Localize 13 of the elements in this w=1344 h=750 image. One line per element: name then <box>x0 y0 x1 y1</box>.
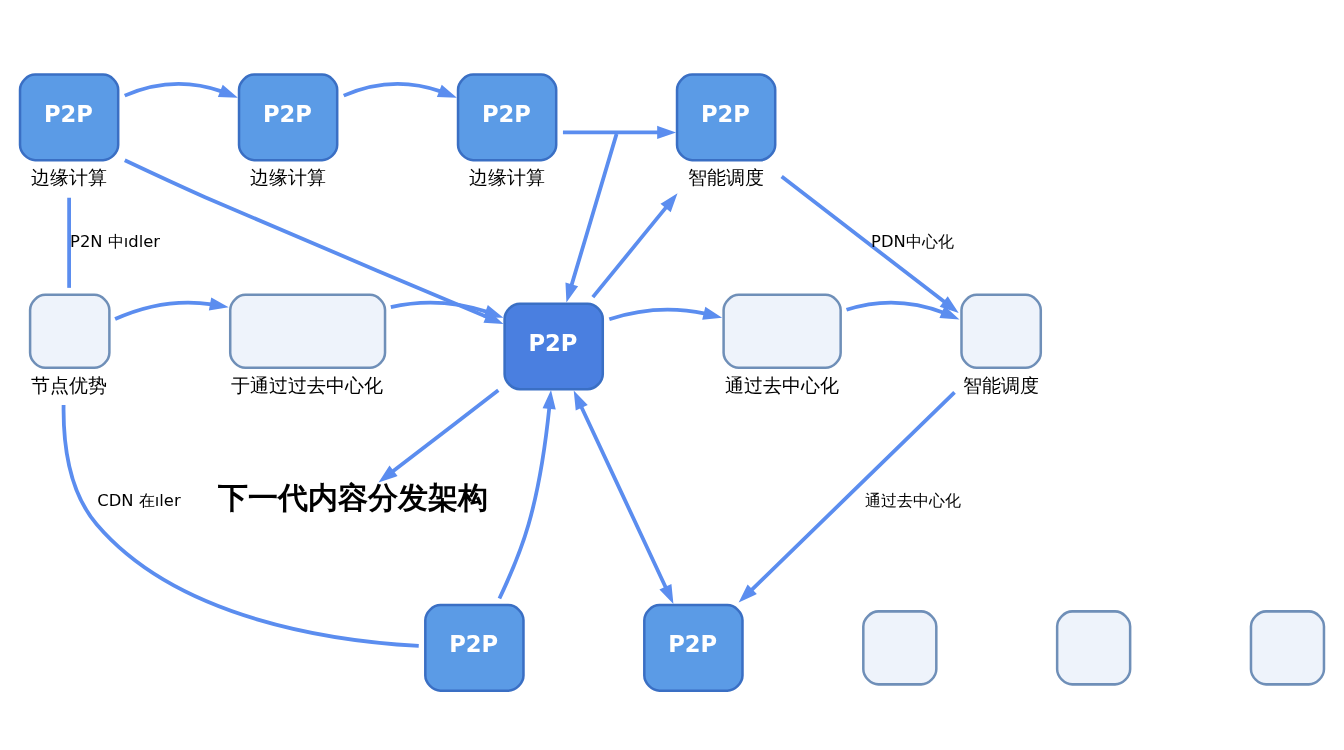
node-label: 通过去中心化 <box>724 373 839 396</box>
node-label: 智能调度 <box>687 166 764 189</box>
node-label: 节点优势 <box>31 373 108 396</box>
node-label: 边缘计算 <box>468 166 545 189</box>
node-label: 边缘计算 <box>30 166 107 189</box>
node-label: 智能调度 <box>962 373 1039 396</box>
edge-label: 通过去中心化 <box>865 491 962 511</box>
edge-label: P2N 中ıdler <box>70 231 161 251</box>
node-label: 于通过过去中心化 <box>231 373 384 396</box>
edge-label: CDN 在ıler <box>97 491 181 511</box>
node-label: 边缘计算 <box>249 166 326 189</box>
node-text: 下一代内容分发架构 <box>218 480 489 516</box>
edge-label: PDN中心化 <box>871 231 954 251</box>
